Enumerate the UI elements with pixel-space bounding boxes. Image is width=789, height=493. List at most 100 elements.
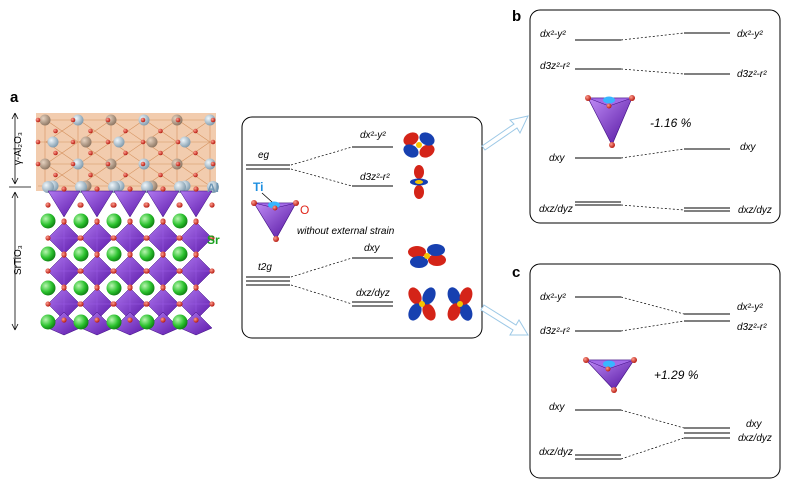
- alumina-oxygen: [158, 128, 163, 134]
- b-right-dz2-label: d3z²-r²: [737, 69, 767, 80]
- o-atom: [160, 317, 166, 323]
- b-left-dx2y2-label: dx²-y²: [540, 29, 566, 40]
- o-atom: [111, 202, 117, 208]
- tetrahedron-top: [146, 190, 180, 218]
- o-atom: [177, 202, 183, 208]
- sr-atom: [172, 280, 188, 296]
- alumina-atom: [204, 114, 216, 126]
- alumina-oxygen: [35, 161, 41, 167]
- sr-label: Sr: [207, 233, 220, 247]
- arrow-to-b: [481, 115, 529, 151]
- dx2y2-label: dx²-y²: [360, 130, 386, 141]
- sr-atom: [172, 246, 188, 262]
- sr-atom: [40, 246, 56, 262]
- alumina-oxygen: [70, 139, 76, 145]
- alumina-atom: [105, 114, 117, 126]
- srtio3-label: SrTiO₃: [13, 245, 24, 275]
- alumina-atom: [39, 114, 51, 126]
- c-tetrahedron: [583, 357, 637, 393]
- interface-al-atom: [141, 181, 153, 193]
- alumina-oxygen: [105, 139, 111, 145]
- sr-atom: [106, 314, 122, 330]
- o-atom: [45, 235, 51, 241]
- alumina-oxygen: [175, 161, 181, 167]
- o-atom: [94, 219, 100, 225]
- o-atom: [61, 317, 67, 323]
- alumina-atom: [80, 136, 92, 148]
- panel-c: dx²-y² d3z²-r² dxy dxz/dyz dx²-y² d3z²-r…: [529, 263, 781, 479]
- alumina-oxygen: [140, 117, 146, 123]
- o-atom: [61, 285, 67, 291]
- alumina-oxygen: [140, 161, 146, 167]
- c-strain-value: +1.29 %: [654, 368, 699, 382]
- o-atom: [78, 235, 84, 241]
- alumina-atoms: [35, 114, 219, 193]
- sr-atom: [40, 280, 56, 296]
- c-left-dz2-label: d3z²-r²: [540, 326, 570, 337]
- o-atom: [144, 301, 150, 307]
- o-atom: [177, 301, 183, 307]
- interface-al-atom: [207, 181, 219, 193]
- alumina-oxygen: [158, 150, 163, 156]
- alumina-oxygen: [70, 161, 76, 167]
- b-left-dz2-label: d3z²-r²: [540, 61, 570, 72]
- interface-al-atom: [75, 181, 87, 193]
- o-atom: [209, 268, 215, 274]
- dxy-label: dxy: [364, 243, 381, 254]
- o-atom: [209, 301, 215, 307]
- sr-atom: [106, 213, 122, 229]
- alumina-oxygen: [88, 150, 93, 156]
- o-atom: [193, 219, 199, 225]
- sr-atom: [73, 280, 89, 296]
- o-atom: [193, 252, 199, 258]
- alumina-oxygen: [88, 128, 93, 134]
- o-atom: [209, 235, 215, 241]
- alumina-oxygen: [175, 117, 181, 123]
- b-right-dxzyz-label: dxz/dyz: [738, 205, 772, 216]
- alumina-oxygen: [193, 172, 198, 178]
- o-atom: [160, 219, 166, 225]
- alumina-label: γ-Al₂O₃: [13, 132, 24, 165]
- panel-label-c: c: [512, 264, 520, 281]
- dx2y2-orbital-icon: [403, 132, 435, 158]
- layer-brackets: γ-Al₂O₃ SrTiO₃: [9, 112, 31, 331]
- sr-atom: [106, 280, 122, 296]
- alumina-oxygen: [70, 117, 76, 123]
- o-atom: [94, 317, 100, 323]
- interface-al-atom: [42, 181, 54, 193]
- dxz-orbital-icon: [408, 287, 436, 321]
- c-right-dz2-label: d3z²-r²: [737, 322, 767, 333]
- o-atom: [61, 186, 67, 192]
- alumina-oxygen: [210, 161, 216, 167]
- interface-al-atom: [108, 181, 120, 193]
- b-left-dxy-label: dxy: [549, 153, 566, 164]
- c-left-dxzyz-label: dxz/dyz: [539, 447, 573, 458]
- o-atom: [45, 268, 51, 274]
- o-atom: [94, 186, 100, 192]
- interface-al-atom: [174, 181, 186, 193]
- panel-b: dx²-y² d3z²-r² dxy dxz/dyz dx²-y² d3z²-r…: [529, 9, 781, 224]
- al-label: Al: [207, 181, 219, 195]
- alumina-oxygen: [193, 128, 198, 134]
- sr-atom: [106, 246, 122, 262]
- dxy-orbital-icon: [408, 244, 446, 268]
- sr-atom: [139, 314, 155, 330]
- o-atom: [177, 235, 183, 241]
- sr-atom: [73, 246, 89, 262]
- dxzyz-label: dxz/dyz: [356, 288, 390, 299]
- tetrahedron: [251, 200, 299, 242]
- alumina-atom: [72, 158, 84, 170]
- sr-atom: [40, 314, 56, 330]
- o-atom: [193, 285, 199, 291]
- o-atom: [160, 186, 166, 192]
- alumina-oxygen: [53, 128, 58, 134]
- alumina-oxygen: [105, 117, 111, 123]
- o-atom: [160, 285, 166, 291]
- alumina-atom: [146, 136, 158, 148]
- o-atom: [111, 301, 117, 307]
- alumina-atom: [179, 136, 191, 148]
- sr-atom: [139, 280, 155, 296]
- sr-atom: [139, 213, 155, 229]
- panel-c-box: [529, 263, 781, 479]
- strain-caption: without external strain: [297, 226, 395, 237]
